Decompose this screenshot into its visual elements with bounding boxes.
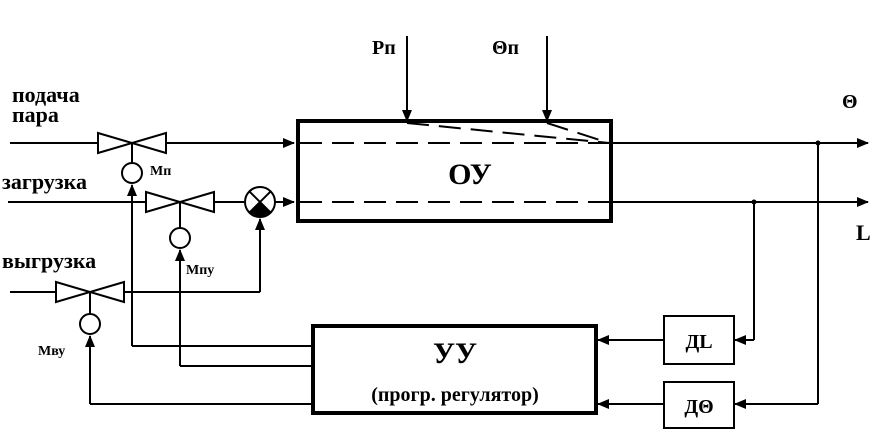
- loading-actuator: [169, 227, 191, 249]
- controller-block: [311, 324, 598, 415]
- steam-feed-label: подача: [12, 82, 80, 107]
- unloading-actuator-label: Мву: [38, 344, 65, 359]
- loading-valve-right: [176, 190, 215, 214]
- loading-actuator-label: Мпу: [186, 263, 214, 278]
- steam-feed-label-line2: пара: [12, 102, 59, 127]
- level-sensor-label: ДL: [685, 331, 712, 353]
- plant-label: ОУ: [448, 158, 492, 191]
- unloading-label: выгрузка: [2, 248, 96, 273]
- temperature-disturbance-label: Θп: [492, 37, 519, 59]
- unloading-valve-right: [86, 280, 125, 304]
- steam-valve-left: [97, 131, 136, 155]
- steam-actuator: [121, 162, 143, 184]
- controller-subtitle: (прогр. регулятор): [371, 384, 538, 406]
- controller-title: УУ: [433, 337, 477, 370]
- loading-label: загрузка: [2, 169, 87, 194]
- loading-valve-left: [145, 190, 184, 214]
- steam-valve-right: [128, 131, 167, 155]
- level-output-label: L: [856, 220, 871, 245]
- temperature-sensor-label: ДΘ: [684, 396, 713, 418]
- temperature-output-label: Θ: [842, 91, 858, 113]
- plant-temperature-dashed: [546, 122, 610, 144]
- unloading-actuator: [79, 313, 101, 335]
- unloading-valve-left: [55, 280, 94, 304]
- plant-block: [296, 119, 613, 223]
- plant-pressure-dashed: [406, 122, 610, 144]
- steam-actuator-label: Мп: [150, 164, 171, 179]
- summing-junction: [244, 186, 276, 218]
- pressure-disturbance-label: Рп: [372, 37, 396, 59]
